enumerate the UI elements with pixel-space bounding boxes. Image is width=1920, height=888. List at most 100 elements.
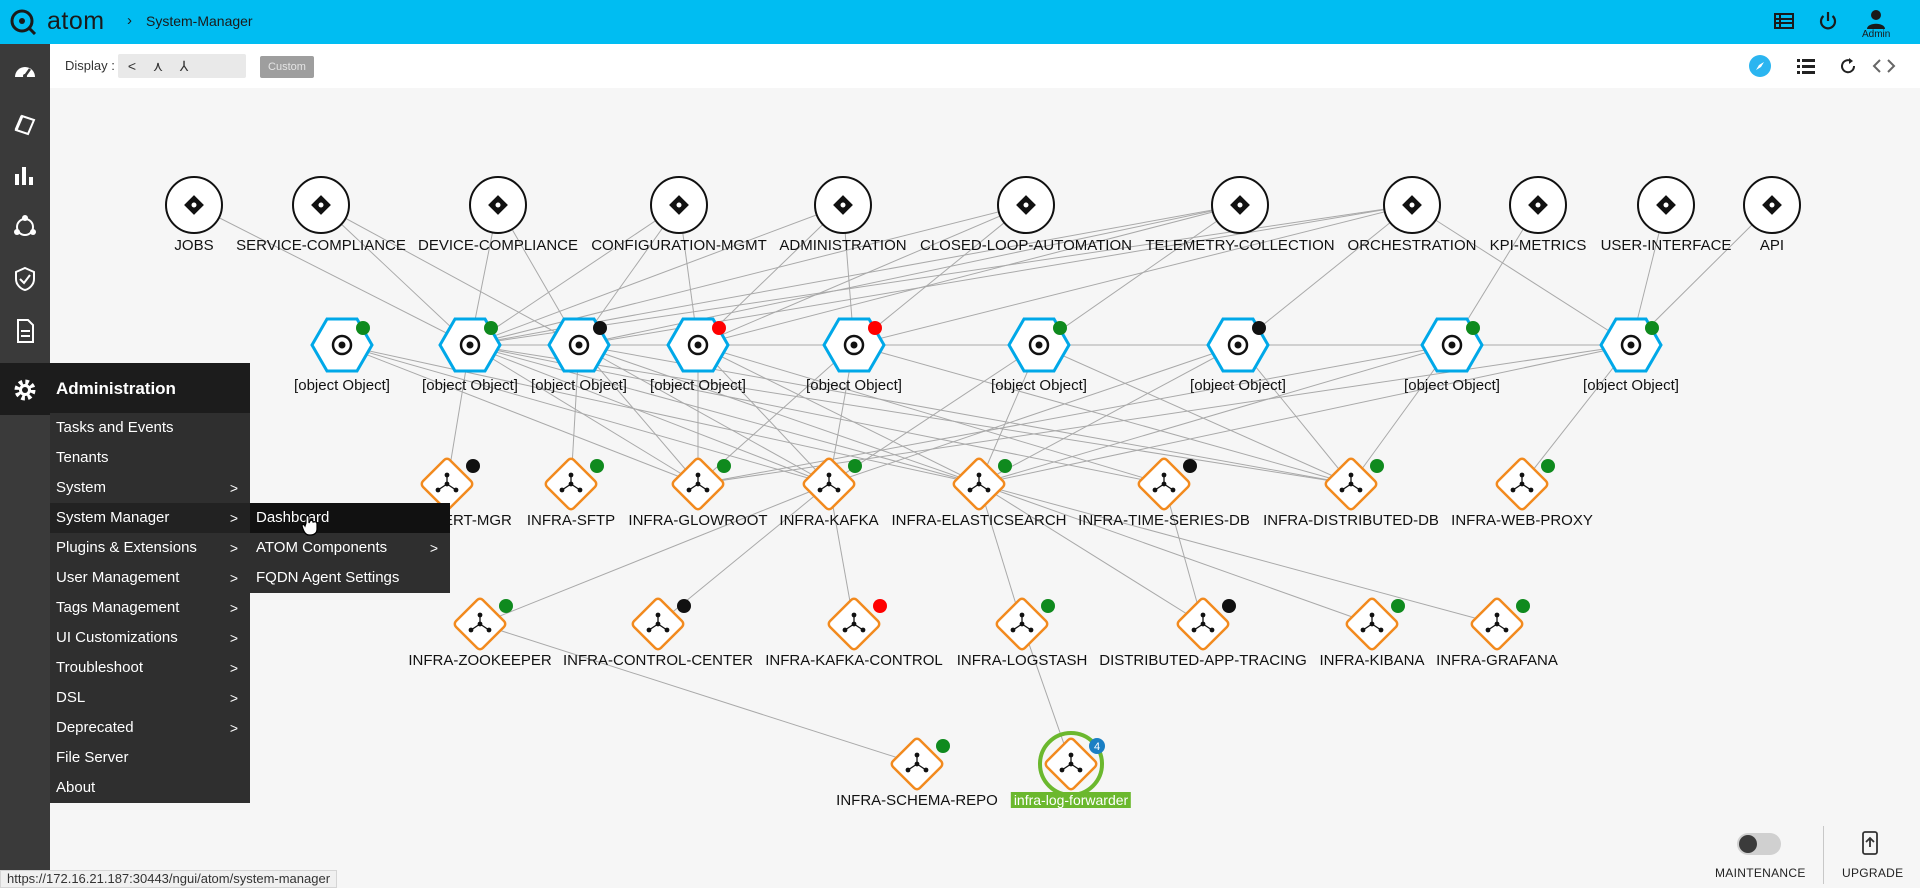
upgrade-control[interactable]: UPGRADE xyxy=(1834,828,1908,888)
infra-node[interactable] xyxy=(420,457,474,511)
chevron-right-icon: > xyxy=(229,570,238,586)
service-node[interactable] xyxy=(547,317,611,373)
status-dot xyxy=(1645,321,1659,335)
infra-node[interactable] xyxy=(671,457,725,511)
status-dot xyxy=(466,459,480,473)
node-label: [object Object] xyxy=(991,377,1087,394)
administration-menu-header[interactable]: Administration xyxy=(0,363,250,415)
menu-item[interactable]: File Server xyxy=(50,743,250,773)
group-node[interactable] xyxy=(650,176,708,234)
custom-layout-button[interactable]: Custom xyxy=(260,56,314,78)
maintenance-toggle[interactable] xyxy=(1737,833,1781,855)
user-icon[interactable] xyxy=(1865,8,1887,30)
group-node[interactable] xyxy=(469,176,527,234)
hierarchy-up-icon[interactable]: ⋏ xyxy=(152,58,164,74)
graph-edge xyxy=(1237,204,1413,346)
analytics-icon[interactable] xyxy=(12,162,38,188)
group-node[interactable] xyxy=(1743,176,1801,234)
menu-item[interactable]: Tasks and Events xyxy=(50,413,250,443)
menu-item[interactable]: DSL> xyxy=(50,683,250,713)
devices-icon[interactable] xyxy=(12,110,38,136)
infra-node[interactable] xyxy=(1038,731,1104,797)
group-node[interactable] xyxy=(814,176,872,234)
submenu-item[interactable]: Dashboard xyxy=(250,503,450,533)
group-node[interactable] xyxy=(1637,176,1695,234)
document-icon[interactable] xyxy=(12,318,38,344)
infra-node[interactable] xyxy=(1495,457,1549,511)
graph-edge xyxy=(341,344,980,485)
infra-node[interactable] xyxy=(1137,457,1191,511)
group-node[interactable] xyxy=(165,176,223,234)
status-dot xyxy=(1183,459,1197,473)
atom-logo-icon[interactable] xyxy=(10,9,40,35)
menu-item[interactable]: Tenants xyxy=(50,443,250,473)
group-node[interactable] xyxy=(1383,176,1441,234)
service-node[interactable] xyxy=(666,317,730,373)
service-node[interactable] xyxy=(438,317,502,373)
hierarchy-down-icon[interactable]: ⅄ xyxy=(179,58,189,74)
maintenance-control[interactable]: MAINTENANCE xyxy=(1710,828,1810,888)
infra-node[interactable] xyxy=(1345,597,1399,651)
infra-node[interactable] xyxy=(995,597,1049,651)
infra-node[interactable] xyxy=(631,597,685,651)
infra-node[interactable] xyxy=(827,597,881,651)
service-node[interactable] xyxy=(310,317,374,373)
menu-item[interactable]: System> xyxy=(50,473,250,503)
topology-icon[interactable] xyxy=(12,214,38,240)
service-node[interactable] xyxy=(1206,317,1270,373)
refresh-icon[interactable] xyxy=(1836,54,1860,78)
menu-item[interactable]: System Manager> xyxy=(50,503,250,533)
service-node[interactable] xyxy=(822,317,886,373)
infra-node[interactable] xyxy=(1176,597,1230,651)
infra-node[interactable] xyxy=(453,597,507,651)
upgrade-icon[interactable] xyxy=(1861,831,1879,855)
graph-edge xyxy=(978,483,1373,625)
graph-edge xyxy=(320,204,471,346)
menu-item[interactable]: Troubleshoot> xyxy=(50,653,250,683)
footer-divider xyxy=(1823,826,1824,884)
breadcrumb[interactable]: System-Manager xyxy=(146,13,253,29)
app-logo-text[interactable]: atom xyxy=(47,7,105,35)
graph-edge xyxy=(828,344,1040,485)
node-label: ORCHESTRATION xyxy=(1347,237,1477,254)
service-node[interactable] xyxy=(1420,317,1484,373)
chevron-right-icon: > xyxy=(429,540,438,556)
menu-item[interactable]: UI Customizations> xyxy=(50,623,250,653)
menu-item-label: File Server xyxy=(56,749,129,766)
group-node[interactable] xyxy=(1509,176,1567,234)
group-node[interactable] xyxy=(292,176,350,234)
dashboard-icon[interactable] xyxy=(12,59,38,85)
power-icon[interactable] xyxy=(1817,10,1839,32)
group-node[interactable] xyxy=(1211,176,1269,234)
list-icon[interactable] xyxy=(1773,10,1795,32)
submenu-item[interactable]: FQDN Agent Settings xyxy=(250,563,450,593)
graph-edge xyxy=(978,483,1023,625)
infra-node[interactable] xyxy=(544,457,598,511)
code-icon[interactable] xyxy=(1872,54,1896,78)
security-icon[interactable] xyxy=(12,266,38,292)
submenu-item[interactable]: ATOM Components> xyxy=(250,533,450,563)
menu-item[interactable]: User Management> xyxy=(50,563,250,593)
group-node[interactable] xyxy=(997,176,1055,234)
node-label: KPI-METRICS xyxy=(1489,237,1587,254)
list-view-icon[interactable] xyxy=(1794,54,1818,78)
menu-item[interactable]: Plugins & Extensions> xyxy=(50,533,250,563)
compass-icon[interactable] xyxy=(1748,54,1772,78)
share-layout-icon[interactable]: < xyxy=(127,58,137,74)
service-node[interactable] xyxy=(1007,317,1071,373)
menu-item[interactable]: Deprecated> xyxy=(50,713,250,743)
status-dot xyxy=(1041,599,1055,613)
infra-node[interactable] xyxy=(1324,457,1378,511)
menu-item[interactable]: About xyxy=(50,773,250,803)
menu-item[interactable]: Tags Management> xyxy=(50,593,250,623)
node-badge xyxy=(1089,738,1105,754)
service-node[interactable] xyxy=(1599,317,1663,373)
infra-node[interactable] xyxy=(952,457,1006,511)
status-dot xyxy=(1516,599,1530,613)
infra-node[interactable] xyxy=(802,457,856,511)
graph-edge xyxy=(479,483,830,625)
graph-edge xyxy=(978,344,1632,485)
infra-node[interactable] xyxy=(890,737,944,791)
infra-node[interactable] xyxy=(1470,597,1524,651)
